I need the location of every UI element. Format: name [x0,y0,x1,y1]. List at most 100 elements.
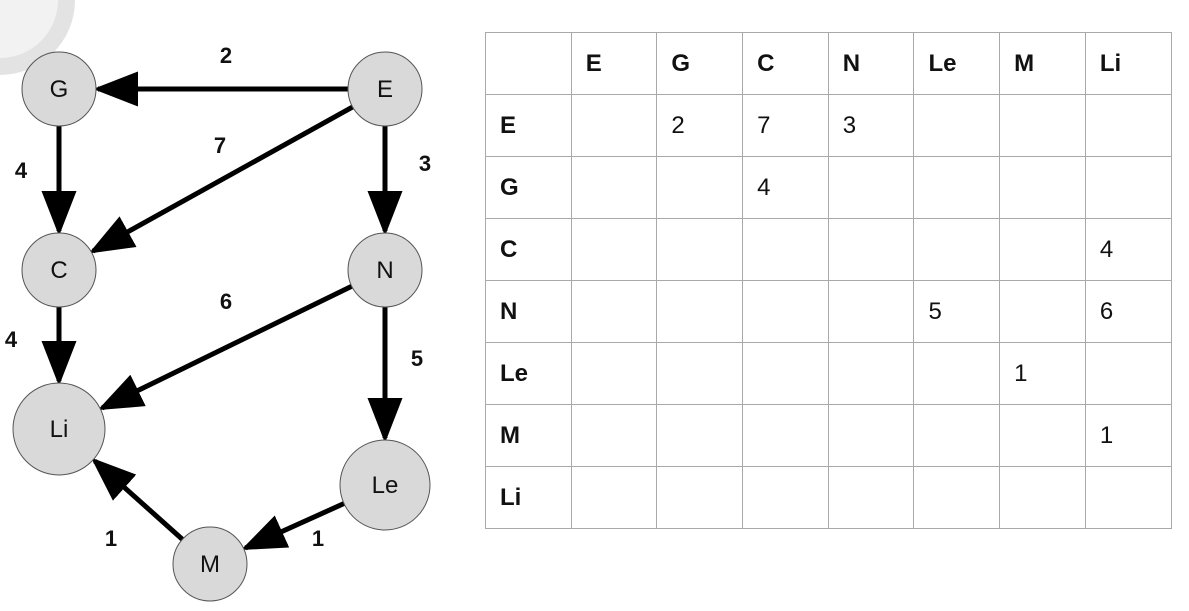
table-cell [1084,466,1172,529]
edge-weights-layer: 2 7 3 4 4 6 5 1 1 [5,43,431,551]
table-cell [570,342,658,405]
table-cell [656,466,744,529]
column-header-n: N [827,32,915,95]
table-cell [913,156,1001,219]
row-header-e: E [485,94,572,157]
table-cell [656,342,744,405]
table-cell [1084,342,1172,405]
node-circle [12,382,106,476]
column-header-li: Li [1084,32,1172,95]
edge-weight-n-le: 5 [411,346,423,371]
table-cell [913,218,1001,281]
table-cell [656,280,744,343]
node-circle [172,526,248,602]
table-cell [913,342,1001,405]
row-header-n: N [485,280,572,343]
edge-weight-e-n: 3 [419,151,431,176]
node-label: G [50,76,69,103]
table-cell [656,156,744,219]
table-cell [742,342,829,405]
table-row: Le 1 [485,342,1172,405]
edge-e-c [88,104,354,254]
column-header-le: Le [913,32,1001,95]
table-cell: 7 [742,94,829,157]
table-cell [913,466,1001,529]
table-cell [742,404,829,467]
edge-weight-g-c: 4 [15,158,28,183]
edge-n-li [97,283,353,411]
node-circle [21,232,97,308]
table-cell [999,280,1086,343]
node-g: G [21,51,97,127]
table-cell [1084,94,1172,157]
node-m: M [172,526,248,602]
table-cell [913,404,1001,467]
table-cell [827,466,915,529]
row-header-g: G [485,156,572,219]
row-header-le: Le [485,342,572,405]
edge-le-m [240,501,346,551]
table-cell [999,466,1086,529]
edge-weight-c-li: 4 [5,327,18,352]
column-header-g: G [656,32,744,95]
node-label: N [376,257,393,284]
table-cell [570,280,658,343]
table-cell: 1 [1084,404,1172,467]
table-cell [827,218,915,281]
edge-weight-n-li: 6 [220,289,232,314]
node-circle [21,51,97,127]
column-header-c: C [742,32,829,95]
table-row: Li [485,466,1172,529]
table-cell: 4 [742,156,829,219]
table-cell [999,218,1086,281]
table-cell [1084,156,1172,219]
node-label: E [377,76,393,103]
node-le: Le [339,439,431,531]
table-cell [742,466,829,529]
edges-layer [41,71,403,551]
table-cell [827,156,915,219]
table-cell [656,218,744,281]
table-cell [570,156,658,219]
edge-weight-le-m: 1 [312,526,324,551]
node-label: Le [372,472,399,499]
edge-weight-e-c: 7 [214,133,226,158]
table-cell [742,280,829,343]
node-label: M [200,551,220,578]
table-cell: 5 [913,280,1001,343]
table-cell: 4 [1084,218,1172,281]
node-c: C [21,232,97,308]
table-cell [999,404,1086,467]
node-circle [347,51,423,127]
table-cell: 1 [999,342,1086,405]
node-n: N [347,232,423,308]
edge-m-li [91,457,185,542]
node-circle [347,232,423,308]
node-label: C [50,257,67,284]
table-cell [827,280,915,343]
row-header-li: Li [485,466,572,529]
table-cell [913,94,1001,157]
node-e: E [347,51,423,127]
table-cell [570,94,658,157]
corner-decoration-inner [0,0,58,58]
table-cell [570,404,658,467]
table-corner-cell [485,32,572,95]
edge-weight-e-g: 2 [220,43,232,68]
table-cell [999,156,1086,219]
table-cell: 6 [1084,280,1172,343]
table-cell [570,218,658,281]
row-header-c: C [485,218,572,281]
edge-weight-m-li: 1 [105,526,117,551]
column-header-e: E [570,32,658,95]
table-cell [827,404,915,467]
